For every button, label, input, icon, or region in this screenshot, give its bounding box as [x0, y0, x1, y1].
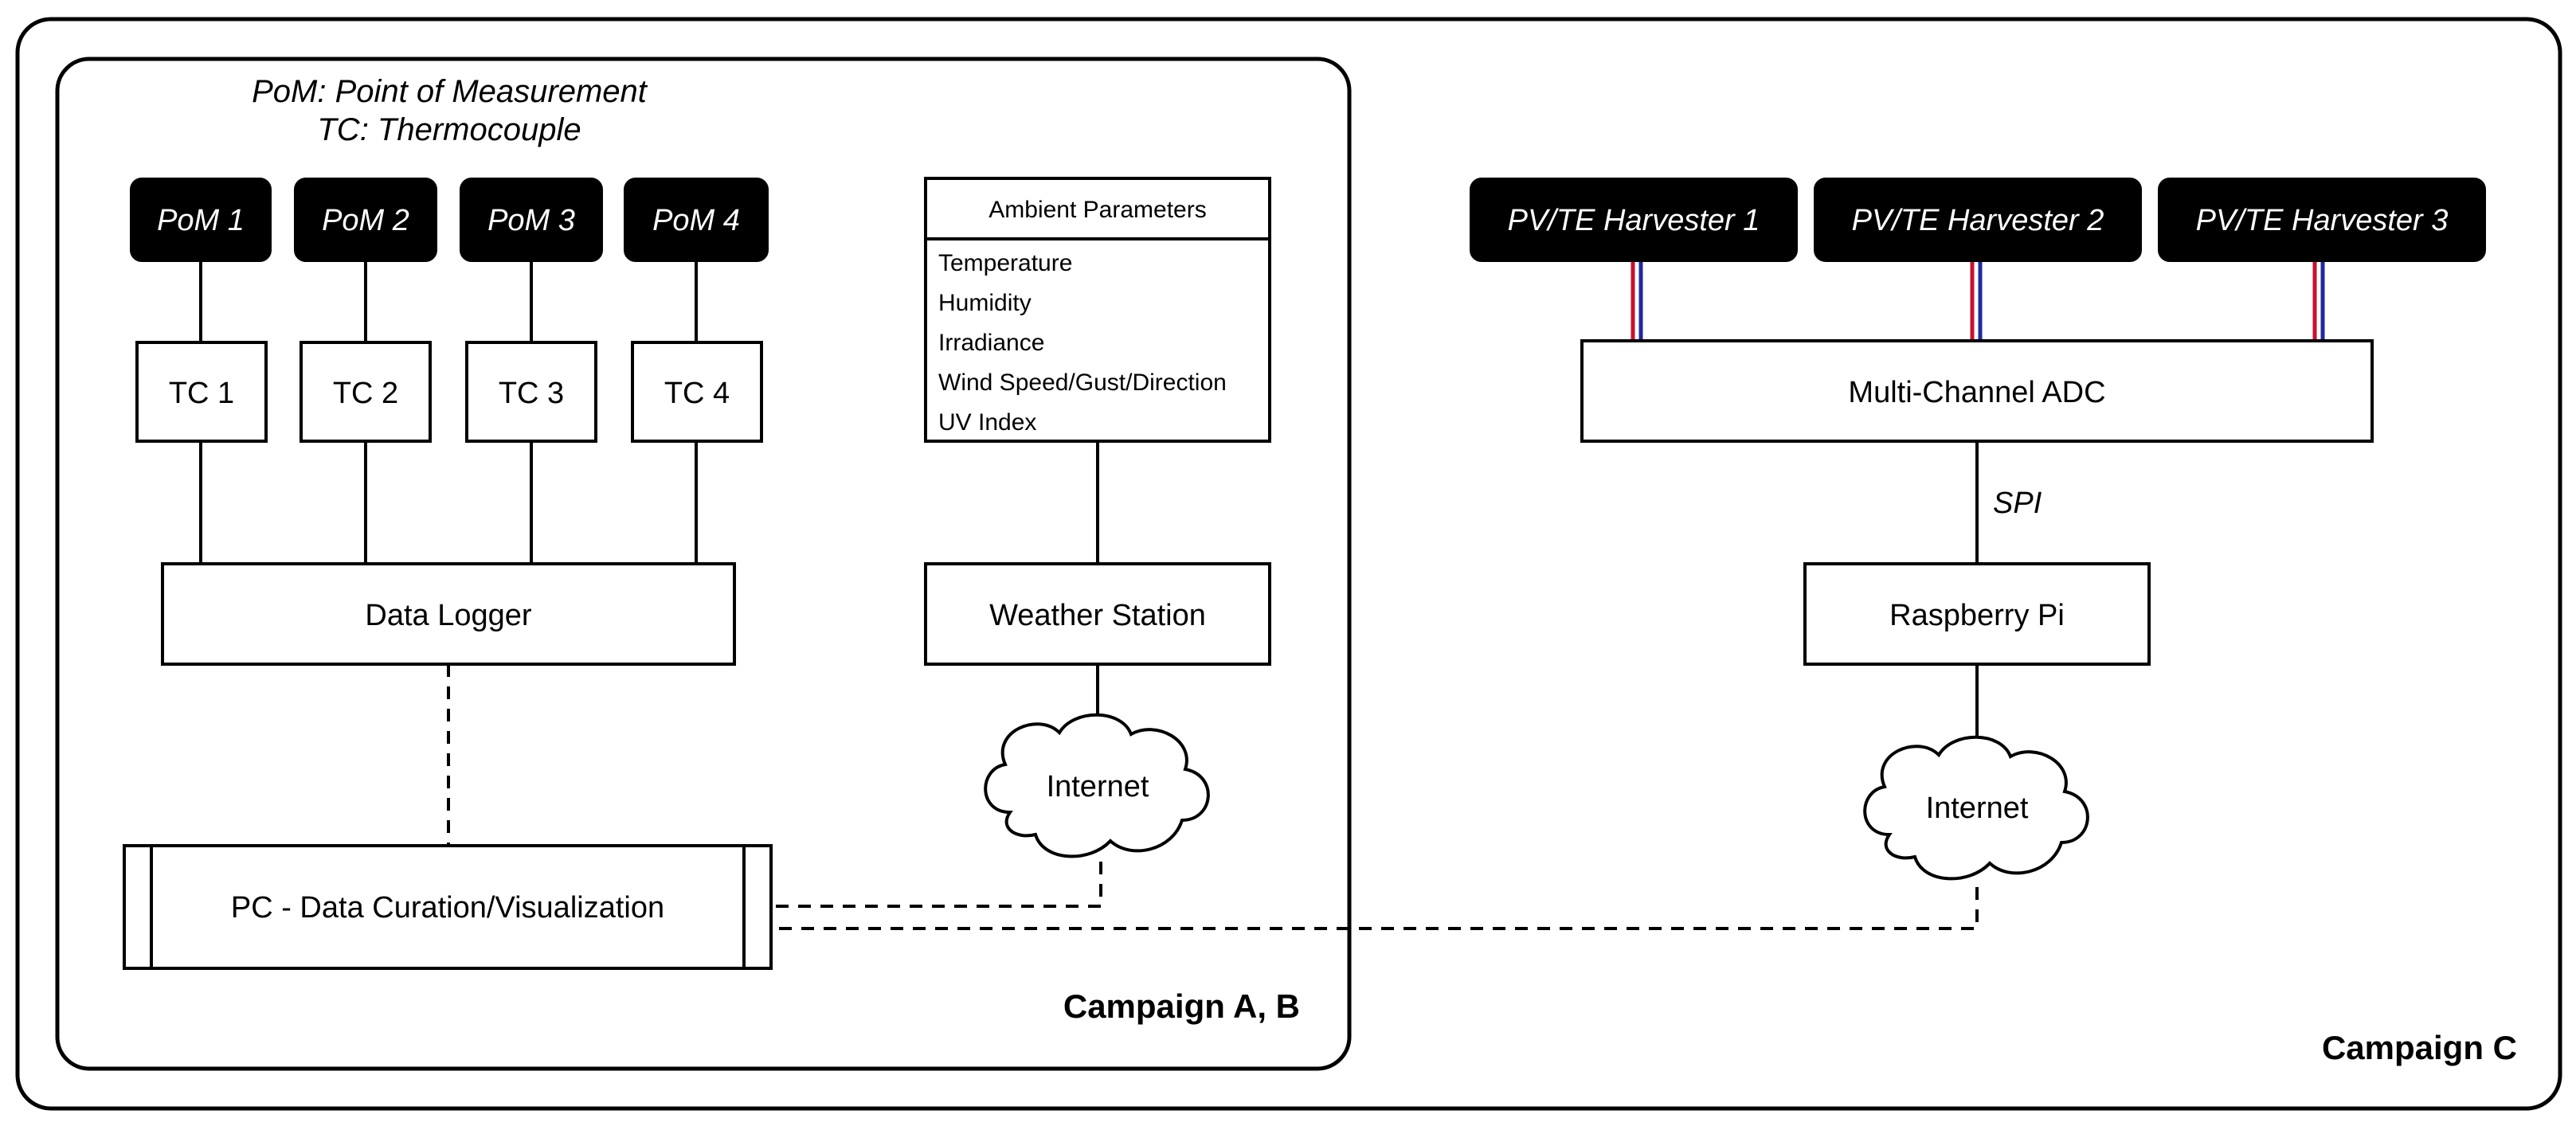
internet-cloud-ab: Internet	[984, 713, 1210, 858]
pom-2-label: PoM 2	[322, 204, 409, 237]
harvester-3: PV/TE Harvester 3	[2158, 178, 2486, 262]
ambient-title: Ambient Parameters	[989, 197, 1206, 223]
pom-2: PoM 2	[294, 178, 437, 262]
raspberry-pi: Raspberry Pi	[1803, 562, 2151, 666]
tc-3-label: TC 3	[499, 377, 564, 410]
harvester-2: PV/TE Harvester 2	[1814, 178, 2142, 262]
weather-station: Weather Station	[924, 562, 1271, 666]
pom-4: PoM 4	[624, 178, 769, 262]
harvester-wires	[1631, 261, 2325, 341]
campaign-ab-label: Campaign A, B	[1063, 987, 1300, 1025]
ambient-parameters-panel: Ambient Parameters Temperature Humidity …	[924, 177, 1271, 443]
ambient-item-irradiance: Irradiance	[938, 330, 1044, 356]
tc-3: TC 3	[465, 341, 597, 443]
pc-data-curation: PC - Data Curation/Visualization	[123, 844, 773, 970]
legend-tc: TC: Thermocouple	[317, 112, 581, 147]
campaign-c-label: Campaign C	[2322, 1029, 2517, 1066]
tc-4: TC 4	[631, 341, 763, 443]
internet-c-pc-link	[771, 887, 1979, 930]
internet-cloud-c: Internet	[1863, 735, 2089, 881]
ambient-item-humidity: Humidity	[938, 290, 1032, 316]
adc-label: Multi-Channel ADC	[1848, 376, 2105, 409]
spi-label: SPI	[1993, 487, 2042, 520]
multi-channel-adc: Multi-Channel ADC	[1580, 339, 2374, 443]
tc-2: TC 2	[299, 341, 432, 443]
pom-4-label: PoM 4	[652, 204, 740, 237]
harvester-1: PV/TE Harvester 1	[1470, 178, 1798, 262]
tc-1: TC 1	[135, 341, 268, 443]
pom-1-label: PoM 1	[157, 204, 245, 237]
ambient-item-uv: UV Index	[938, 409, 1036, 436]
ambient-item-temperature: Temperature	[938, 250, 1072, 276]
pc-label: PC - Data Curation/Visualization	[231, 891, 664, 925]
internet-c-label: Internet	[1926, 792, 2029, 825]
harvester-1-label: PV/TE Harvester 1	[1508, 204, 1760, 237]
tc-2-label: TC 2	[333, 377, 398, 410]
ambient-item-wind: Wind Speed/Gust/Direction	[938, 369, 1227, 396]
data-logger: Data Logger	[161, 562, 736, 666]
tc-1-label: TC 1	[169, 377, 234, 410]
harvester-2-label: PV/TE Harvester 2	[1852, 204, 2104, 237]
campaign-ab-frame	[55, 57, 1352, 1071]
campaign-c-frame	[15, 17, 2562, 1111]
pom-3: PoM 3	[460, 178, 603, 262]
weather-station-label: Weather Station	[989, 599, 1206, 632]
tc-4-label: TC 4	[664, 377, 730, 410]
pom-3-label: PoM 3	[487, 204, 575, 237]
pom-1: PoM 1	[130, 178, 272, 262]
internet-ab-pc-link	[771, 862, 1102, 908]
data-logger-label: Data Logger	[365, 599, 531, 632]
raspberry-label: Raspberry Pi	[1889, 599, 2065, 632]
legend-pom: PoM: Point of Measurement	[252, 74, 648, 109]
harvester-3-label: PV/TE Harvester 3	[2196, 204, 2449, 237]
internet-ab-label: Internet	[1047, 770, 1149, 803]
